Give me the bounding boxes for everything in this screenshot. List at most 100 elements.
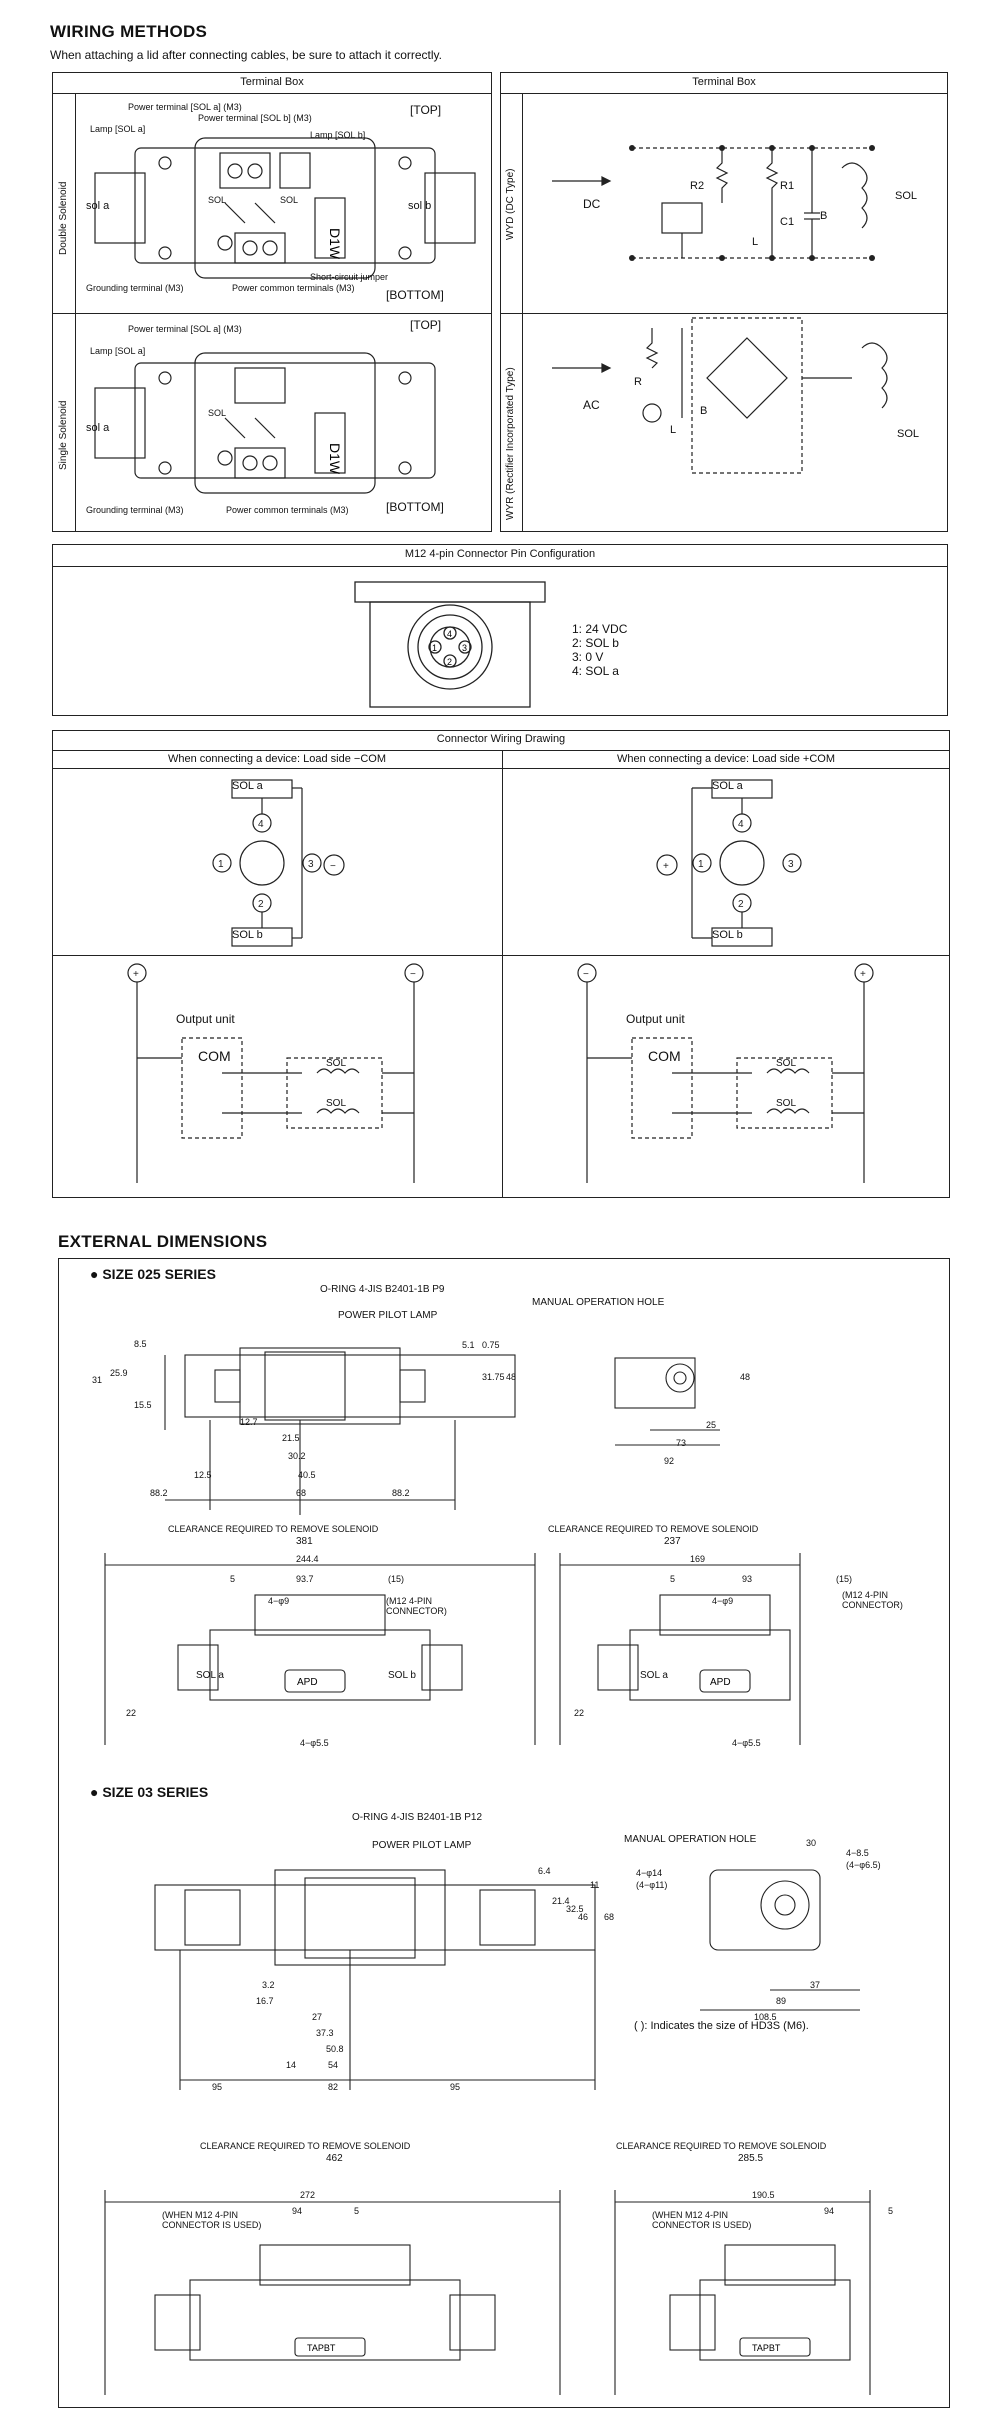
size-03-title: ● SIZE 03 SERIES — [90, 1784, 209, 1800]
r2-label: R2 — [690, 180, 705, 192]
dim-label: 5.1 — [462, 1340, 475, 1350]
clearance-025b-value: 237 — [664, 1536, 681, 1547]
output-unit-left: Output unit — [176, 1012, 235, 1026]
dc-label: DC — [583, 197, 601, 211]
pilot-lamp-03-label: POWER PILOT LAMP — [372, 1840, 472, 1851]
svg-text:3: 3 — [308, 859, 314, 870]
dim-label: 16.7 — [256, 1996, 274, 2006]
svg-text:3: 3 — [462, 643, 467, 653]
com-left: COM — [198, 1048, 231, 1064]
c1-label: C1 — [780, 216, 795, 228]
dim-label: 48 — [740, 1372, 751, 1382]
dim-label: 21.5 — [282, 1433, 300, 1443]
svg-text:2: 2 — [738, 899, 744, 910]
svg-text:4: 4 — [258, 819, 264, 830]
dim-label: 25.9 — [110, 1368, 128, 1378]
sol-label: SOL — [895, 190, 918, 202]
dim-label: 95 — [212, 2082, 223, 2092]
dim-label: 37.3 — [316, 2028, 334, 2038]
manual-hole-025-label: MANUAL OPERATION HOLE — [532, 1297, 665, 1308]
dim-label: 73 — [676, 1438, 687, 1448]
sol-small-label: SOL — [208, 195, 227, 205]
single-solenoid-label: Single Solenoid — [58, 400, 69, 471]
dim-label: 46 — [578, 1912, 589, 1922]
clearance-03b-value: 285.5 — [738, 2153, 764, 2164]
pilot-lamp-025-label: POWER PILOT LAMP — [338, 1310, 438, 1321]
dim-label: 4−φ5.5 — [732, 1738, 761, 1748]
power-terminal-sol-b-label: Power terminal [SOL b] (M3) — [198, 113, 312, 123]
dim-label: 4−φ9 — [712, 1596, 734, 1606]
dim-label: 5 — [670, 1574, 676, 1584]
clearance-025b-label: CLEARANCE REQUIRED TO REMOVE SOLENOID — [548, 1524, 759, 1534]
dim-label: 82 — [328, 2082, 339, 2092]
dim-label: 93 — [742, 1574, 753, 1584]
terminal-box-right — [500, 72, 948, 532]
external-dimensions-title: EXTERNAL DIMENSIONS — [58, 1232, 268, 1251]
l-label: L — [752, 236, 759, 248]
divider — [522, 93, 523, 532]
sol-b-label: SOL b — [388, 1670, 416, 1681]
dim-label: 40.5 — [298, 1470, 316, 1480]
svg-text:3: 3 — [788, 859, 794, 870]
r-label: R — [634, 376, 642, 388]
b-label: B — [820, 210, 828, 222]
dim-label: 37 — [810, 1980, 821, 1990]
terminal-box-right-header: Terminal Box — [692, 76, 756, 88]
com-right: COM — [648, 1048, 681, 1064]
svg-text:D1W: D1W — [327, 228, 343, 260]
dim-label: 30.2 — [288, 1451, 306, 1461]
dim-label: 272 — [300, 2190, 316, 2200]
dim-label: 95 — [450, 2082, 461, 2092]
grounding-terminal-label: Grounding terminal (M3) — [86, 505, 184, 515]
dim-label: 94 — [824, 2206, 835, 2216]
dim-label: 169 — [690, 1554, 706, 1564]
clearance-03-value: 462 — [326, 2153, 343, 2164]
dim-label: 4−φ14 — [636, 1868, 663, 1878]
r1-label: R1 — [780, 180, 795, 192]
when-m12-label: (WHEN M12 4-PIN CONNECTOR IS USED) — [652, 2210, 752, 2230]
sol-a-label: SOL a — [640, 1670, 668, 1681]
dim-label: 0.75 — [482, 1340, 500, 1350]
size-025-title: ● SIZE 025 SERIES — [90, 1266, 216, 1282]
clearance-03-label: CLEARANCE REQUIRED TO REMOVE SOLENOID — [200, 2141, 411, 2151]
sol-a-label: sol a — [86, 200, 110, 212]
dim-label: 68 — [604, 1912, 615, 1922]
terminal-box-left-header: Terminal Box — [240, 76, 304, 88]
divider — [52, 93, 492, 94]
dim-label: 54 — [328, 2060, 339, 2070]
dim-label: 21.4 — [552, 1896, 570, 1906]
dim-label: 12.5 — [194, 1470, 212, 1480]
clearance-03b-label: CLEARANCE REQUIRED TO REMOVE SOLENOID — [616, 2141, 827, 2151]
divider — [52, 955, 950, 956]
sol-small-label: SOL — [208, 408, 227, 418]
power-terminal-sol-a-label: Power terminal [SOL a] (M3) — [128, 102, 242, 112]
dim-label: 48 — [506, 1372, 517, 1382]
lamp-sol-b-label: Lamp [SOL b] — [310, 130, 366, 140]
m12-pin-1: 1: 24 VDC — [572, 622, 628, 636]
dim-label: 15.5 — [134, 1400, 152, 1410]
svg-text:−: − — [410, 969, 416, 980]
dim-label: 5 — [888, 2206, 894, 2216]
circuit-drawings — [552, 145, 888, 474]
divider — [52, 313, 492, 314]
connector-wiring-panel — [52, 730, 950, 1198]
dim-label: 14 — [286, 2060, 297, 2070]
dim-label: 244.4 — [296, 1554, 319, 1564]
svg-text:APD: APD — [297, 1677, 318, 1688]
top-label: [TOP] — [410, 103, 442, 117]
oring-03-label: O-RING 4-JIS B2401-1B P12 — [352, 1812, 483, 1823]
dim-label: 31.75 — [482, 1372, 505, 1382]
m12-title: M12 4-pin Connector Pin Configuration — [404, 548, 596, 560]
dim-label: 30 — [806, 1838, 817, 1848]
divider — [500, 93, 948, 94]
divider — [52, 750, 950, 751]
svg-text:+: + — [133, 969, 139, 980]
bottom-label: [BOTTOM] — [386, 500, 444, 514]
dim-label: 22 — [574, 1708, 585, 1718]
m12-pin-2: 2: SOL b — [572, 636, 619, 650]
dim-label: 27 — [312, 2012, 323, 2022]
divider — [75, 93, 76, 532]
dim-label: 6.4 — [538, 1866, 551, 1876]
dim-label: 108.5 — [754, 2012, 777, 2022]
l-label: L — [670, 424, 677, 436]
